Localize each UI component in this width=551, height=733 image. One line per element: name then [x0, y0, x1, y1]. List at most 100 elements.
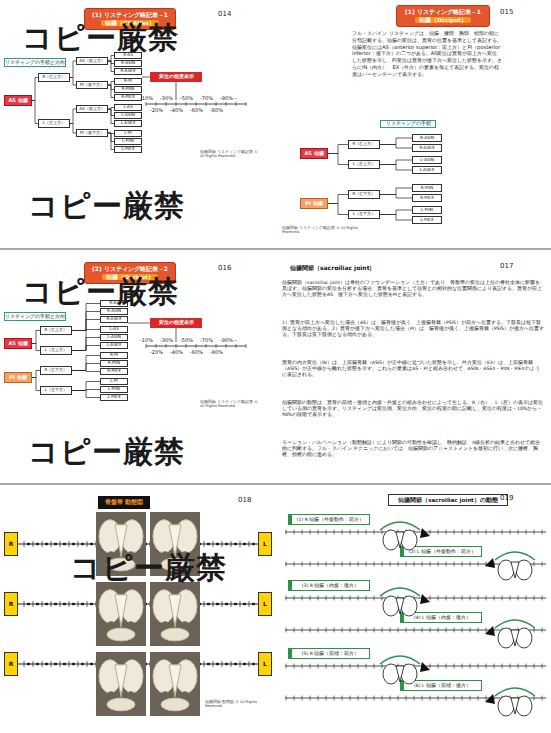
- node-text: [1] リスティング略記表－1: [405, 9, 481, 16]
- sacrum-outline: [396, 598, 404, 614]
- scale-tick: [166, 102, 167, 106]
- leader-line: [142, 77, 150, 78]
- watermark: コピー厳禁: [22, 272, 179, 313]
- ruler-tick: [286, 628, 287, 633]
- ruler-tick: [406, 562, 407, 567]
- ruler-tick: [358, 596, 359, 601]
- scale-value: -50%: [180, 337, 193, 343]
- scale-tick: [236, 102, 237, 106]
- ruler-tick: [302, 562, 303, 567]
- node-text: R-PI: [124, 79, 132, 84]
- root-box: PI 仙腸: [4, 372, 32, 383]
- tree-header: リスティングの手順: [380, 120, 436, 128]
- node-text: R-ASEX: [419, 146, 434, 151]
- ruler-tick: [286, 664, 287, 669]
- ruler-tick: [494, 664, 495, 669]
- ruler-tick: [486, 696, 487, 701]
- ruler-tick: [358, 628, 359, 633]
- listing-box: R-PIIN: [412, 184, 442, 192]
- ruler-tick: [430, 628, 431, 633]
- ruler-tick: [462, 596, 463, 601]
- node-text: リスティングの手順と方向: [5, 314, 65, 319]
- listing-box: R-PIIN: [114, 86, 142, 93]
- scale-tick: [226, 344, 227, 348]
- ruler-tick: [438, 562, 439, 567]
- scale-tick: [176, 102, 177, 106]
- node-text: PI 仙腸: [9, 375, 26, 381]
- sacrum-outline: [511, 630, 519, 646]
- ruler-tick: [326, 562, 327, 567]
- ruler-tick: [342, 628, 343, 633]
- node-text: AS 仙腸: [8, 98, 27, 104]
- listing-box: R-ASEX: [412, 144, 442, 152]
- obturator: [162, 691, 168, 697]
- connector: [380, 188, 412, 195]
- ruler-tick: [334, 696, 335, 701]
- scale-tick: [206, 102, 207, 106]
- motion-box: (3) R 仙腸（内旋：後方）: [288, 580, 370, 591]
- connector: [72, 330, 100, 351]
- ruler-tick: [318, 530, 319, 535]
- ruler-tick: [318, 596, 319, 601]
- ruler-tick: [350, 628, 351, 633]
- scale-value: -90%～: [220, 95, 238, 101]
- node-text: (3) R 仙腸（内旋：後方）: [302, 583, 360, 588]
- ruler-tick: [422, 696, 423, 701]
- sacrum-bone: [115, 595, 127, 627]
- connector: [72, 320, 100, 331]
- root-box: AS 仙腸: [300, 148, 328, 159]
- ruler-tick: [526, 596, 527, 601]
- node-text: AS（前上方）: [79, 107, 105, 112]
- listing-box: R-ASIN: [100, 308, 128, 315]
- motion-arrow: [420, 528, 430, 538]
- node-text: L-AS: [109, 327, 118, 332]
- ruler-tick: [382, 696, 383, 701]
- degree-box: 変位の程度表示: [150, 72, 202, 82]
- pubis-bone: [161, 698, 189, 711]
- ruler-tick: [406, 696, 407, 701]
- ruler-tick: [374, 664, 375, 669]
- ruler-tick: [502, 596, 503, 601]
- ruler-line: [285, 532, 546, 533]
- node-text: L-ASEX: [107, 343, 122, 348]
- ruler-tick: [430, 696, 431, 701]
- ruler-tick: [358, 664, 359, 669]
- scale-tick: [246, 344, 247, 348]
- node-text: R-PI: [110, 353, 118, 358]
- ruler-tick: [446, 628, 447, 633]
- ruler-tick: [318, 664, 319, 669]
- ruler-tick: [294, 562, 295, 567]
- branch-box: AS（前上方）: [76, 57, 108, 65]
- ruler-tick: [342, 530, 343, 535]
- page-separator: [0, 248, 551, 249]
- ruler-tick: [486, 530, 487, 535]
- ruler-tick: [470, 696, 471, 701]
- scale-tick: [196, 344, 197, 348]
- ruler-tick: [286, 696, 287, 701]
- ruler-tick: [302, 696, 303, 701]
- node-text: AS 仙腸: [8, 341, 27, 347]
- listing-box: R-PI: [100, 352, 128, 359]
- node-text: R-PIIN: [122, 87, 134, 92]
- watermark: コピー厳禁: [22, 18, 179, 59]
- connector: [72, 364, 100, 371]
- node-text: 変位の程度表示: [159, 74, 194, 80]
- ruler-tick: [342, 696, 343, 701]
- ruler-tick: [470, 530, 471, 535]
- motion-arrow: [485, 626, 495, 636]
- node-text: R（右下方）: [353, 192, 376, 197]
- connector: [380, 138, 412, 145]
- ruler-tick: [382, 664, 383, 669]
- listing-box: R-ASEX: [114, 68, 142, 75]
- ruler-tick: [342, 562, 343, 567]
- obturator: [108, 691, 114, 697]
- ruler-tick: [350, 562, 351, 567]
- motion-curve: [380, 588, 420, 596]
- obturator: [128, 621, 134, 627]
- node-text: L（左上方）: [43, 121, 65, 126]
- ruler-tick: [302, 664, 303, 669]
- ruler-tick: [454, 628, 455, 633]
- ruler-tick: [494, 596, 495, 601]
- photo-background: [96, 582, 146, 646]
- ruler-tick: [358, 696, 359, 701]
